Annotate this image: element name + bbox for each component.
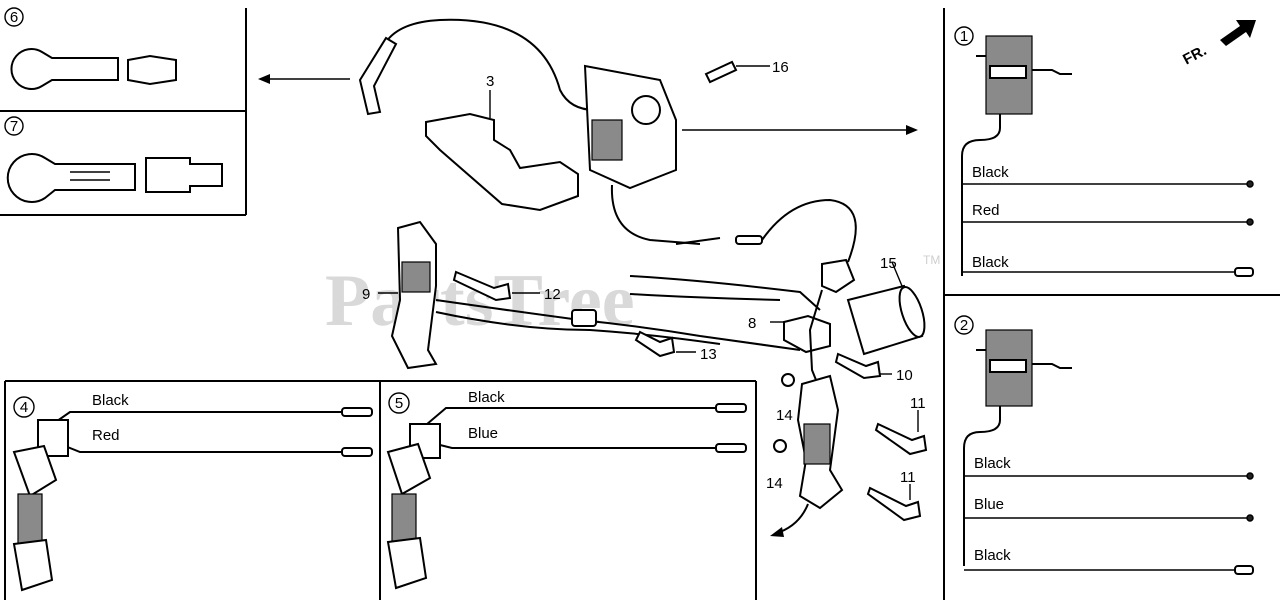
panel-4-number: 4	[20, 399, 28, 416]
bolt-10	[834, 352, 882, 380]
spark-plug-cap-7	[6, 153, 136, 203]
callout-3: 3	[486, 73, 494, 90]
callout-15: 15	[880, 255, 897, 272]
high-tension-lead	[385, 18, 596, 111]
front-arrow-icon	[1220, 20, 1256, 46]
panel-2-number-circle	[954, 315, 974, 335]
panel-5-number: 5	[395, 395, 403, 412]
nut-14b	[773, 439, 787, 453]
panel-2-coil-label-plate	[989, 359, 1027, 373]
callout-14a: 14	[776, 407, 793, 424]
panel-5-bracket-bottom	[386, 536, 428, 590]
callout-11a: 11	[910, 395, 926, 412]
panel-6-number-circle	[4, 7, 24, 27]
front-marker: FR.	[1180, 20, 1256, 68]
panel-2-wire-label-3: Black	[974, 547, 1011, 564]
panel-1-wire-label-1: Black	[972, 164, 1009, 181]
callout-10: 10	[896, 367, 913, 384]
panel-4-wire-label-2: Red	[92, 427, 120, 444]
callout-12: 12	[544, 286, 561, 303]
bolt-13	[634, 330, 676, 358]
panel-4-coil-winding	[17, 493, 43, 545]
panel-2-wire-label-2: Blue	[974, 496, 1004, 513]
panel-1-wire-label-3: Black	[972, 254, 1009, 271]
coil-bracket	[425, 112, 579, 212]
panel-5-number-circle	[388, 392, 410, 414]
bolt-11b	[866, 486, 922, 522]
panel-6-boot-cap: 6	[4, 7, 177, 90]
main-assembly: 3 16 9 12 13 8	[258, 18, 928, 537]
connector-8-top	[821, 258, 856, 294]
panel-4-number-circle	[13, 396, 35, 418]
panel-1-coil-label-plate	[989, 65, 1027, 79]
bolt-12	[452, 270, 512, 302]
panel-1-ignition-coil: 1 Black Red Black	[954, 26, 1254, 277]
bolt-16	[704, 60, 738, 84]
svg-text:PartsTree: PartsTree	[325, 260, 635, 342]
cap-sleeve-6	[127, 54, 177, 86]
callout-13: 13	[700, 346, 717, 363]
panel-4-bracket-top	[12, 444, 58, 498]
panel-2-ignition-coil: 2 Black Blue Black	[954, 315, 1254, 575]
bolt-11a	[874, 422, 928, 456]
panel-5-coil-winding	[391, 493, 417, 543]
panel-frames	[0, 8, 1280, 600]
panel-2-wire-label-1: Black	[974, 455, 1011, 472]
panel-7-number-circle	[4, 116, 24, 136]
panel-1-number: 1	[960, 28, 968, 45]
spark-plug-cap-6	[10, 48, 119, 90]
cap-sleeve-7	[145, 157, 223, 193]
callout-8: 8	[748, 315, 756, 332]
panel-7-number: 7	[10, 118, 18, 135]
panel-2-number: 2	[960, 317, 968, 334]
watermark: PartsTree TM	[325, 253, 940, 342]
callout-11b: 11	[900, 469, 916, 486]
panel-5-wire-label-2: Blue	[468, 425, 498, 442]
panel-4-bracket-bottom	[12, 538, 54, 592]
callout-16: 16	[772, 59, 789, 76]
harness-clamp	[571, 309, 597, 327]
panel-4-wire-label-1: Black	[92, 392, 129, 409]
panel-5-wire-label-1: Black	[468, 389, 505, 406]
svg-text:TM: TM	[923, 253, 940, 267]
panel-5-bracket-top	[386, 442, 432, 496]
pulser-coil-9	[390, 220, 438, 370]
spark-plug-cap	[358, 36, 398, 116]
panel-1-wire-label-2: Red	[972, 202, 1000, 219]
connector-8	[783, 314, 831, 354]
front-marker-label: FR.	[1180, 42, 1209, 68]
callout-14b: 14	[766, 475, 783, 492]
nut-14a	[781, 373, 795, 387]
panel-5-pulser-coil: 5 Black Blue	[386, 389, 747, 590]
panel-6-number: 6	[10, 9, 18, 26]
panel-1-number-circle	[954, 26, 974, 46]
panel-7-boot-cap: 7	[4, 116, 223, 203]
callout-9: 9	[362, 286, 370, 303]
panel-4-pulser-coil: 4 Black Red	[12, 392, 373, 592]
